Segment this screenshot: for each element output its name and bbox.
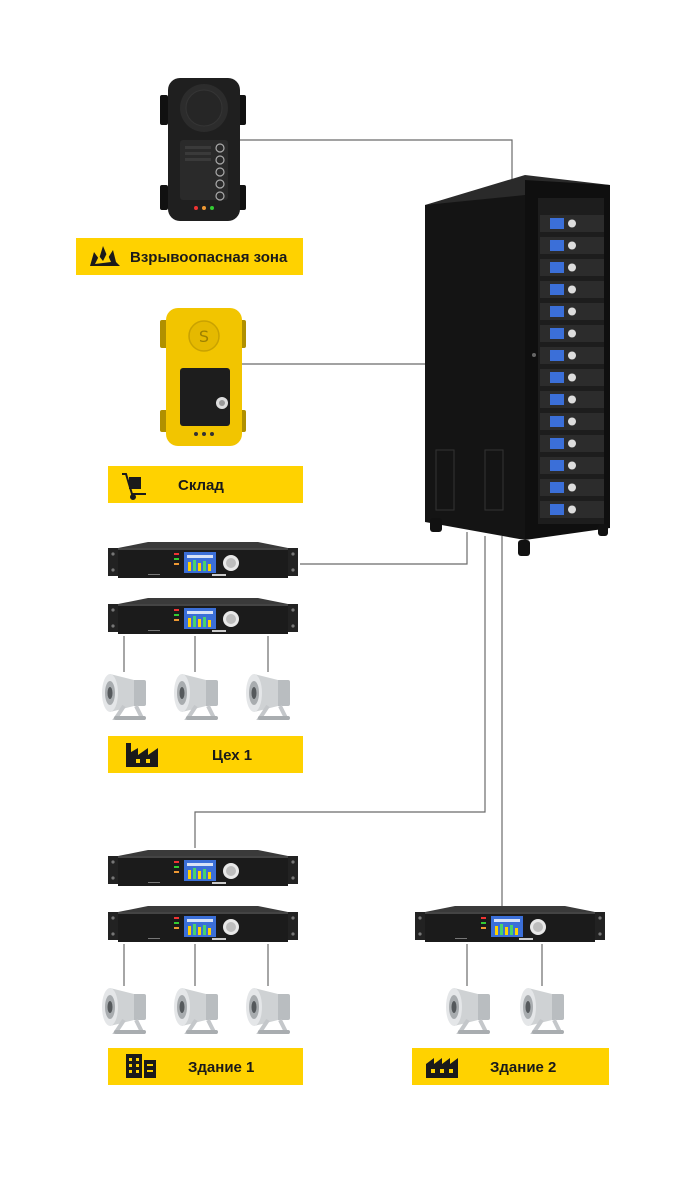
rack-units: [540, 215, 604, 518]
label-explosive-zone: Взрывоопасная зона: [76, 238, 303, 275]
amplifier-building1-2: [108, 906, 298, 942]
svg-text:S: S: [199, 327, 209, 346]
label-explosive-zone-text: Взрывоопасная зона: [130, 249, 288, 266]
amplifier-building2: [415, 906, 605, 942]
warehouse-building-icon: [426, 1058, 458, 1078]
wire-building1: [194, 536, 486, 848]
server-rack: [425, 175, 610, 556]
loudspeaker: [100, 986, 148, 1036]
connection-wires: [123, 139, 543, 986]
factory-icon: [126, 743, 158, 767]
amplifier-workshop-2: [108, 598, 298, 634]
amplifier-workshop-1: [108, 542, 298, 578]
label-warehouse-text: Склад: [178, 477, 224, 494]
hand-truck-icon: [122, 473, 146, 500]
wire-explosive-zone: [240, 139, 513, 195]
label-building1: Здание 1: [108, 1048, 303, 1085]
loudspeaker: [172, 672, 220, 722]
label-building1-text: Здание 1: [188, 1059, 254, 1076]
label-workshop: Цех 1: [108, 736, 303, 773]
loudspeaker: [518, 986, 566, 1036]
intercom-explosion-proof: [160, 78, 246, 221]
loudspeaker: [172, 986, 220, 1036]
wire-workshop: [300, 532, 468, 565]
intercom-yellow: S: [160, 308, 246, 446]
label-warehouse: Склад: [108, 466, 303, 503]
loudspeaker: [244, 986, 292, 1036]
office-building-icon: [126, 1054, 156, 1078]
amplifier-building1-1: [108, 850, 298, 886]
label-workshop-text: Цех 1: [212, 747, 252, 764]
loudspeaker: [444, 986, 492, 1036]
loudspeaker: [244, 672, 292, 722]
label-building2-text: Здание 2: [490, 1059, 556, 1076]
label-building2: Здание 2: [412, 1048, 609, 1085]
explosion-icon: [90, 246, 120, 266]
loudspeaker: [100, 672, 148, 722]
